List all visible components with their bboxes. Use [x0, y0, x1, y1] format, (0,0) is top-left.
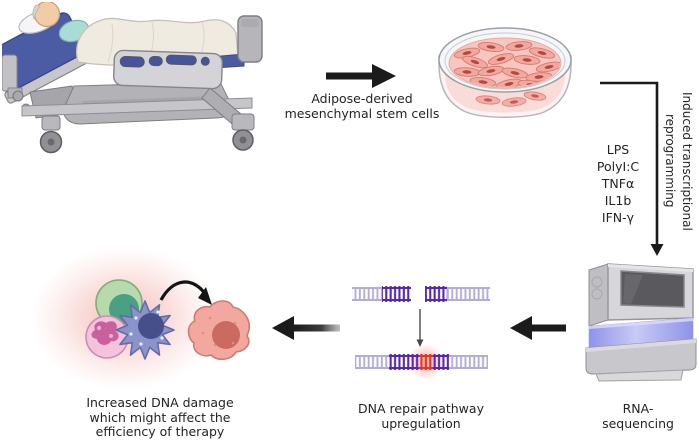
stimulus-tnfa: TNFα — [601, 176, 635, 191]
patient-hair — [32, 4, 41, 21]
blanket-fold — [107, 23, 114, 63]
bed-crossbar — [21, 97, 253, 117]
damage-label-line1: Increased DNA damage — [86, 395, 234, 410]
caster-hub — [239, 136, 247, 144]
sequencer-vent — [591, 288, 603, 300]
reprogramming-label-line2: reprogramming — [663, 114, 677, 208]
dna-repair-label: DNA repair pathway upregulation — [331, 401, 511, 431]
bed-side-rail — [113, 49, 223, 90]
screen-reflection — [623, 274, 643, 304]
footboard — [237, 15, 263, 63]
dna-fragment-left — [352, 286, 411, 302]
rail-slot — [119, 56, 145, 68]
base-highlight — [586, 339, 696, 352]
dna-repaired-strand — [355, 354, 488, 370]
stimulus-polyic: PolyI:C — [596, 159, 640, 174]
dna-repair-label-line1: DNA repair pathway — [358, 401, 484, 416]
arrow-right-icon — [326, 64, 396, 88]
reprogramming-label-line1: Induced transcriptional — [680, 91, 694, 231]
stimulus-ifng: IFN-γ — [601, 210, 635, 225]
dna-repair-icon — [352, 286, 490, 380]
dna-fragment-right — [425, 286, 490, 302]
rna-seq-label-line1: RNA- — [622, 401, 654, 416]
wall-cells — [475, 91, 547, 107]
sequencer-icon — [585, 263, 697, 382]
rna-seq-label: RNA- sequencing — [588, 401, 688, 431]
footboard-edge — [241, 19, 259, 27]
immune-cells-illustration — [35, 248, 251, 390]
caster-mount — [231, 113, 255, 131]
sequencer-foot — [595, 369, 684, 382]
rail-slot — [165, 54, 197, 66]
caster-hub — [47, 138, 55, 146]
damage-label-line3: efficiency of therapy — [95, 424, 225, 439]
msc-label-line2: mesenchymal stem cells — [284, 105, 440, 121]
damage-label-line2: which might affect the — [89, 409, 231, 425]
msc-label-line1: Adipose-derived — [311, 91, 413, 106]
repair-arrow-down-icon — [416, 309, 424, 347]
bed-head-panel — [2, 54, 18, 92]
rna-seq-label-line2: sequencing — [602, 415, 674, 431]
arrow-left-fading-icon — [272, 316, 340, 340]
rail-hole — [200, 56, 210, 66]
dna-repair-label-line2: upregulation — [381, 415, 461, 431]
curved-arrow-icon — [159, 280, 208, 301]
hospital-bed-illustration — [2, 2, 263, 154]
sequencer-top-edge — [608, 264, 693, 272]
elbow-arrow-down-icon — [600, 81, 664, 256]
damage-label: Increased DNA damage which might affect … — [60, 395, 260, 440]
bed-knob — [12, 90, 24, 102]
stimulus-lps: LPS — [606, 142, 630, 157]
band-highlight — [589, 318, 693, 329]
msc-label: Adipose-derived mesenchymal stem cells — [272, 91, 452, 121]
purple-cell-nucleus — [138, 313, 164, 339]
stimuli-list: LPS PolyI:C TNFα IL1b IFN-γ — [568, 141, 668, 226]
dish-inner-rim — [444, 32, 566, 90]
stimulus-il1b: IL1b — [604, 193, 632, 208]
rail-slot — [148, 55, 163, 67]
sequencer-vent — [591, 276, 603, 288]
petri-dish-icon — [438, 27, 572, 118]
reprogramming-label: Induced transcriptional reprogramming — [659, 72, 695, 250]
caster-mount — [41, 115, 61, 131]
arrow-left-icon — [510, 316, 566, 340]
